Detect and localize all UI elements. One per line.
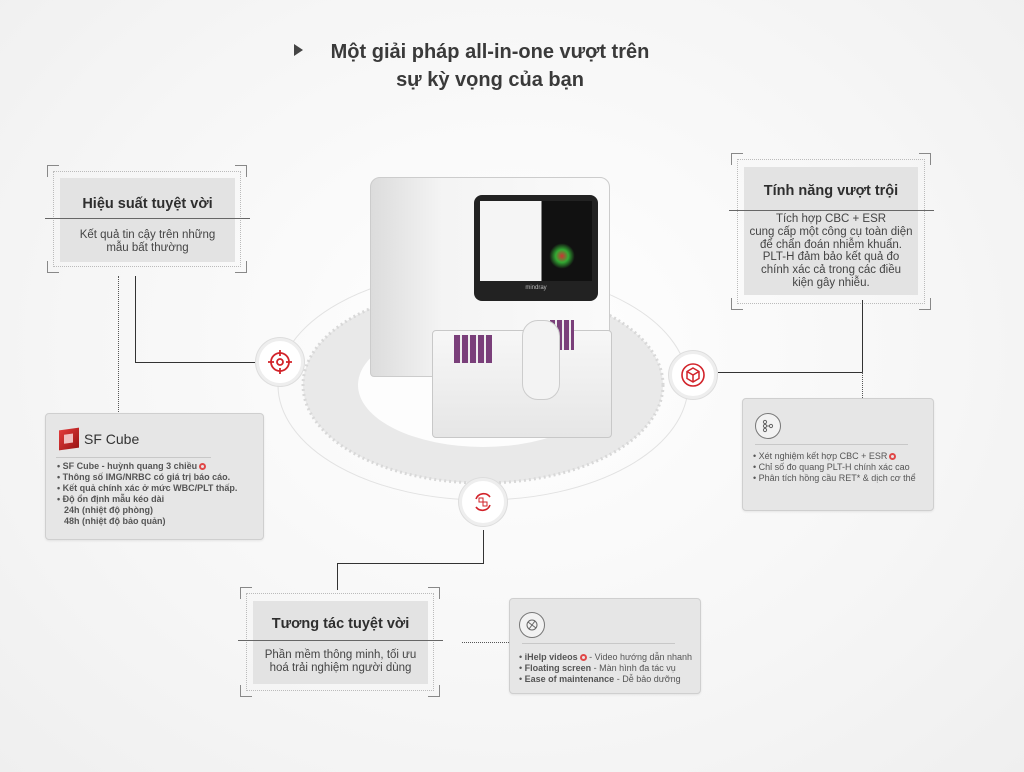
interaction-frame [240,587,440,697]
sync-icon [459,478,507,526]
target-icon [256,338,304,386]
list-subitem: 48h (nhiệt độ bảo quản) [64,516,166,526]
performance-frame [47,165,247,273]
highlight-icon [889,453,897,461]
features-text-line: PLT-H đảm bảo kết quả đo [762,251,900,264]
list-item: Kết quả chính xác ở mức WBC/PLT thấp. [57,483,238,494]
connector [483,530,484,563]
interaction-text-line: hoá trải nghiệm người dùng [269,661,412,674]
sf-cube-logo: SF Cube [84,431,140,447]
list-item-label: Floating screen [524,663,592,673]
features-text-line: để chẩn đoán nhiễm khuẩn. [760,238,902,251]
list-item-text: - Dễ bảo dưỡng [614,674,681,684]
connector [118,276,119,412]
list-item-text: - Video hướng dẫn nhanh [586,652,693,662]
connector [862,300,863,372]
divider [729,210,934,211]
page-title: Một giải pháp all-in-one vượt trên sự kỳ… [260,38,720,94]
interaction-title: Tương tác tuyệt vời [271,616,410,632]
connector [135,362,255,363]
sf-cube-logo-icon [59,427,79,451]
sf-cube-card: SF Cube SF Cube - huỳnh quang 3 chiều Th… [45,413,264,540]
divider [522,643,675,644]
performance-box: Hiệu suất tuyệt vời Kết quả tin cậy trên… [60,178,235,262]
list-item: Floating screen - Màn hình đa tác vụ [519,663,692,674]
features-frame [731,153,931,310]
performance-text-line: mẫu bất thường [106,241,189,254]
interaction-list: iHelp videos - Video hướng dẫn nhanh Flo… [519,652,692,685]
connector [718,372,863,373]
features-text-line: chính xác cả trong các điều [761,264,901,277]
list-item-label: Ease of maintenance [524,674,615,684]
divider [45,218,250,219]
performance-text-line: Kết quả tin cậy trên những [79,229,216,241]
list-item-text: SF Cube - huỳnh quang 3 chiều [62,461,198,471]
interaction-card: iHelp videos - Video hướng dẫn nhanh Flo… [509,598,701,694]
list-item-text: Xét nghiệm kết hợp CBC + ESR [758,451,888,461]
title-line-2: sự kỳ vọng của bạn [396,69,584,91]
list-item: SF Cube - huỳnh quang 3 chiều [57,461,237,472]
performance-title: Hiệu suất tuyệt vời [82,196,213,212]
cube-icon [669,351,717,399]
divider [56,457,211,458]
list-item: Xét nghiệm kết hợp CBC + ESR [753,451,916,462]
list-item-label: iHelp videos [524,652,578,662]
list-item: Phân tích hồng cầu RET* & dịch cơ thể [753,473,916,484]
features-title: Tính năng vượt trội [763,183,899,199]
features-card: Xét nghiệm kết hợp CBC + ESR Chỉ số đo q… [742,398,934,511]
sf-cube-list: SF Cube - huỳnh quang 3 chiều Thông số I… [57,461,238,527]
highlight-icon [199,463,207,471]
interaction-text-line: Phần mềm thông minh, tối ưu [264,649,417,661]
list-item-text: - Màn hình đa tác vụ [591,663,676,673]
play-arrow-icon [294,44,303,56]
interaction-box: Tương tác tuyệt vời Phần mềm thông minh,… [253,601,428,684]
divider [238,640,443,641]
connector [135,276,136,363]
screen-content [480,201,592,281]
features-text-line: cung cấp một công cụ toàn diện [749,225,913,238]
tools-icon [519,612,545,638]
list-item: Chỉ số đo quang PLT-H chính xác cao [753,462,916,473]
list-subitem: 24h (nhiệt độ phòng) [64,505,153,515]
features-text-line: Tích hợp CBC + ESR [775,213,887,225]
scatter-plot [547,241,578,271]
device-brand: mindray [525,285,547,291]
network-icon [755,413,781,439]
sample-tubes [454,335,492,363]
features-list: Xét nghiệm kết hợp CBC + ESR Chỉ số đo q… [753,451,916,484]
connector [462,642,509,643]
divider [755,444,908,445]
connector [337,563,484,564]
connector [337,563,338,590]
list-item: iHelp videos - Video hướng dẫn nhanh [519,652,692,663]
analyzer-device: mindray [368,175,614,440]
device-screen: mindray [474,195,598,301]
title-line-1: Một giải pháp all-in-one vượt trên [330,41,650,63]
list-item: Thông số IMG/NRBC có giá trị báo cáo. [57,472,237,483]
highlight-icon [579,654,587,662]
features-text-line: kiện gây nhiễu. [792,276,870,289]
list-item: Độ ổn định mẫu kéo dài [57,494,237,505]
list-item: Ease of maintenance - Dễ bảo dưỡng [519,674,692,685]
sampler-arm [522,320,560,400]
connector [862,372,863,398]
